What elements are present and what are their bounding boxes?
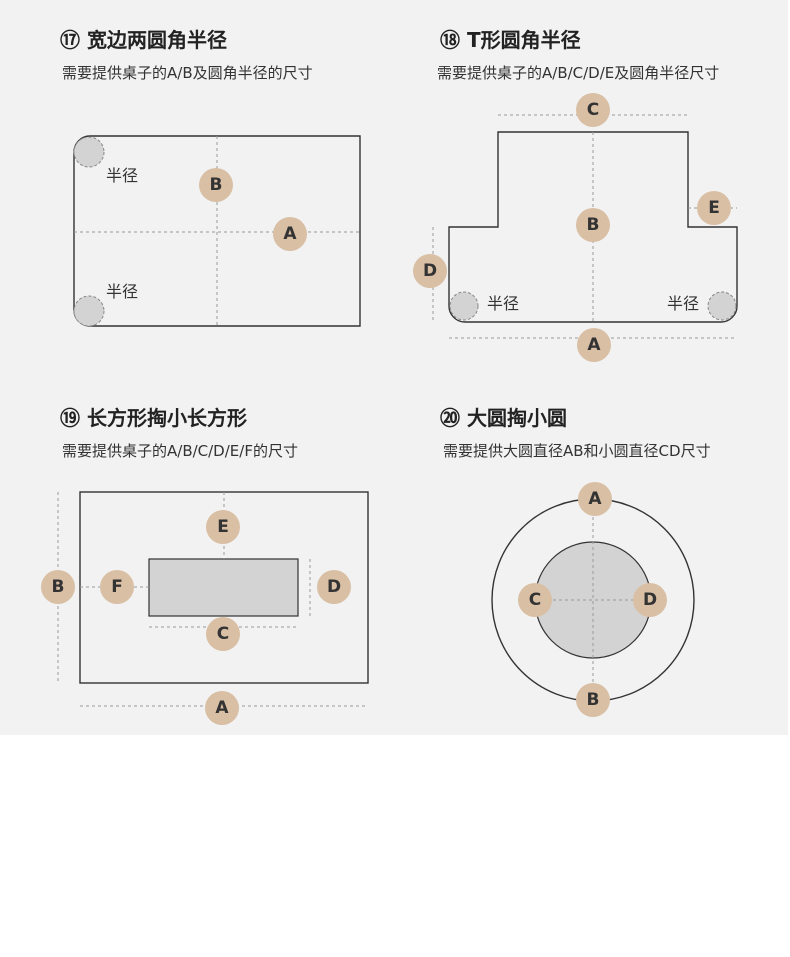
badge-e: E — [697, 191, 731, 225]
badge-a: A — [577, 328, 611, 362]
svg-text:E: E — [708, 198, 720, 218]
radius-label-bottom: 半径 — [106, 282, 138, 301]
section-17-subtitle: 需要提供桌子的A/B及圆角半径的尺寸 — [62, 64, 313, 82]
badge-d: D — [413, 254, 447, 288]
badge-b: B — [576, 683, 610, 717]
svg-text:E: E — [217, 517, 229, 537]
svg-text:B: B — [210, 175, 223, 195]
svg-text:D: D — [643, 590, 657, 610]
badge-c: C — [518, 583, 552, 617]
svg-text:C: C — [587, 100, 599, 120]
radius-label-top: 半径 — [106, 166, 138, 185]
section-19-diagram: E B F D C A — [41, 491, 369, 725]
badge-a: A — [273, 217, 307, 251]
svg-text:C: C — [217, 624, 229, 644]
section-18-subtitle: 需要提供桌子的A/B/C/D/E及圆角半径尺寸 — [437, 64, 720, 82]
badge-c: C — [576, 93, 610, 127]
badge-b: B — [576, 208, 610, 242]
badge-f: F — [100, 570, 134, 604]
svg-text:A: A — [283, 224, 297, 244]
badge-a: A — [578, 482, 612, 516]
badge-d: D — [317, 570, 351, 604]
svg-text:C: C — [529, 590, 541, 610]
section-17-title: ⑰ 宽边两圆角半径 — [60, 28, 227, 52]
inner-rectangle — [148, 558, 299, 617]
corner-radius-left — [449, 291, 479, 321]
section-19-subtitle: 需要提供桌子的A/B/C/D/E/F的尺寸 — [62, 442, 298, 460]
section-20-title: ⑳ 大圆掏小圆 — [440, 406, 567, 430]
badge-a: A — [205, 691, 239, 725]
svg-text:A: A — [587, 335, 601, 355]
corner-radius-right — [707, 291, 737, 321]
section-18-title: ⑱ T形圆角半径 — [440, 28, 581, 52]
corner-radius-top — [73, 136, 105, 168]
svg-text:D: D — [327, 577, 341, 597]
badge-d: D — [633, 583, 667, 617]
badge-b: B — [199, 168, 233, 202]
svg-text:A: A — [215, 698, 229, 718]
section-17-diagram: 半径 半径 B A — [73, 135, 361, 327]
badge-b: B — [41, 570, 75, 604]
svg-text:A: A — [588, 489, 602, 509]
section-18-diagram: 半径 半径 C B E D A — [413, 93, 738, 362]
svg-text:B: B — [52, 577, 65, 597]
section-19-title: ⑲ 长方形掏小长方形 — [60, 406, 247, 430]
svg-text:D: D — [423, 261, 437, 281]
svg-text:F: F — [111, 577, 123, 597]
section-20-subtitle: 需要提供大圆直径AB和小圆直径CD尺寸 — [443, 442, 711, 460]
badge-c: C — [206, 617, 240, 651]
badge-e: E — [206, 510, 240, 544]
radius-label-left: 半径 — [487, 294, 519, 313]
svg-text:B: B — [587, 690, 600, 710]
section-20-diagram: A C D B — [491, 482, 695, 717]
t-shape-outline — [448, 131, 738, 323]
radius-label-right: 半径 — [667, 294, 699, 313]
corner-radius-bottom — [73, 295, 105, 327]
svg-text:B: B — [587, 215, 600, 235]
